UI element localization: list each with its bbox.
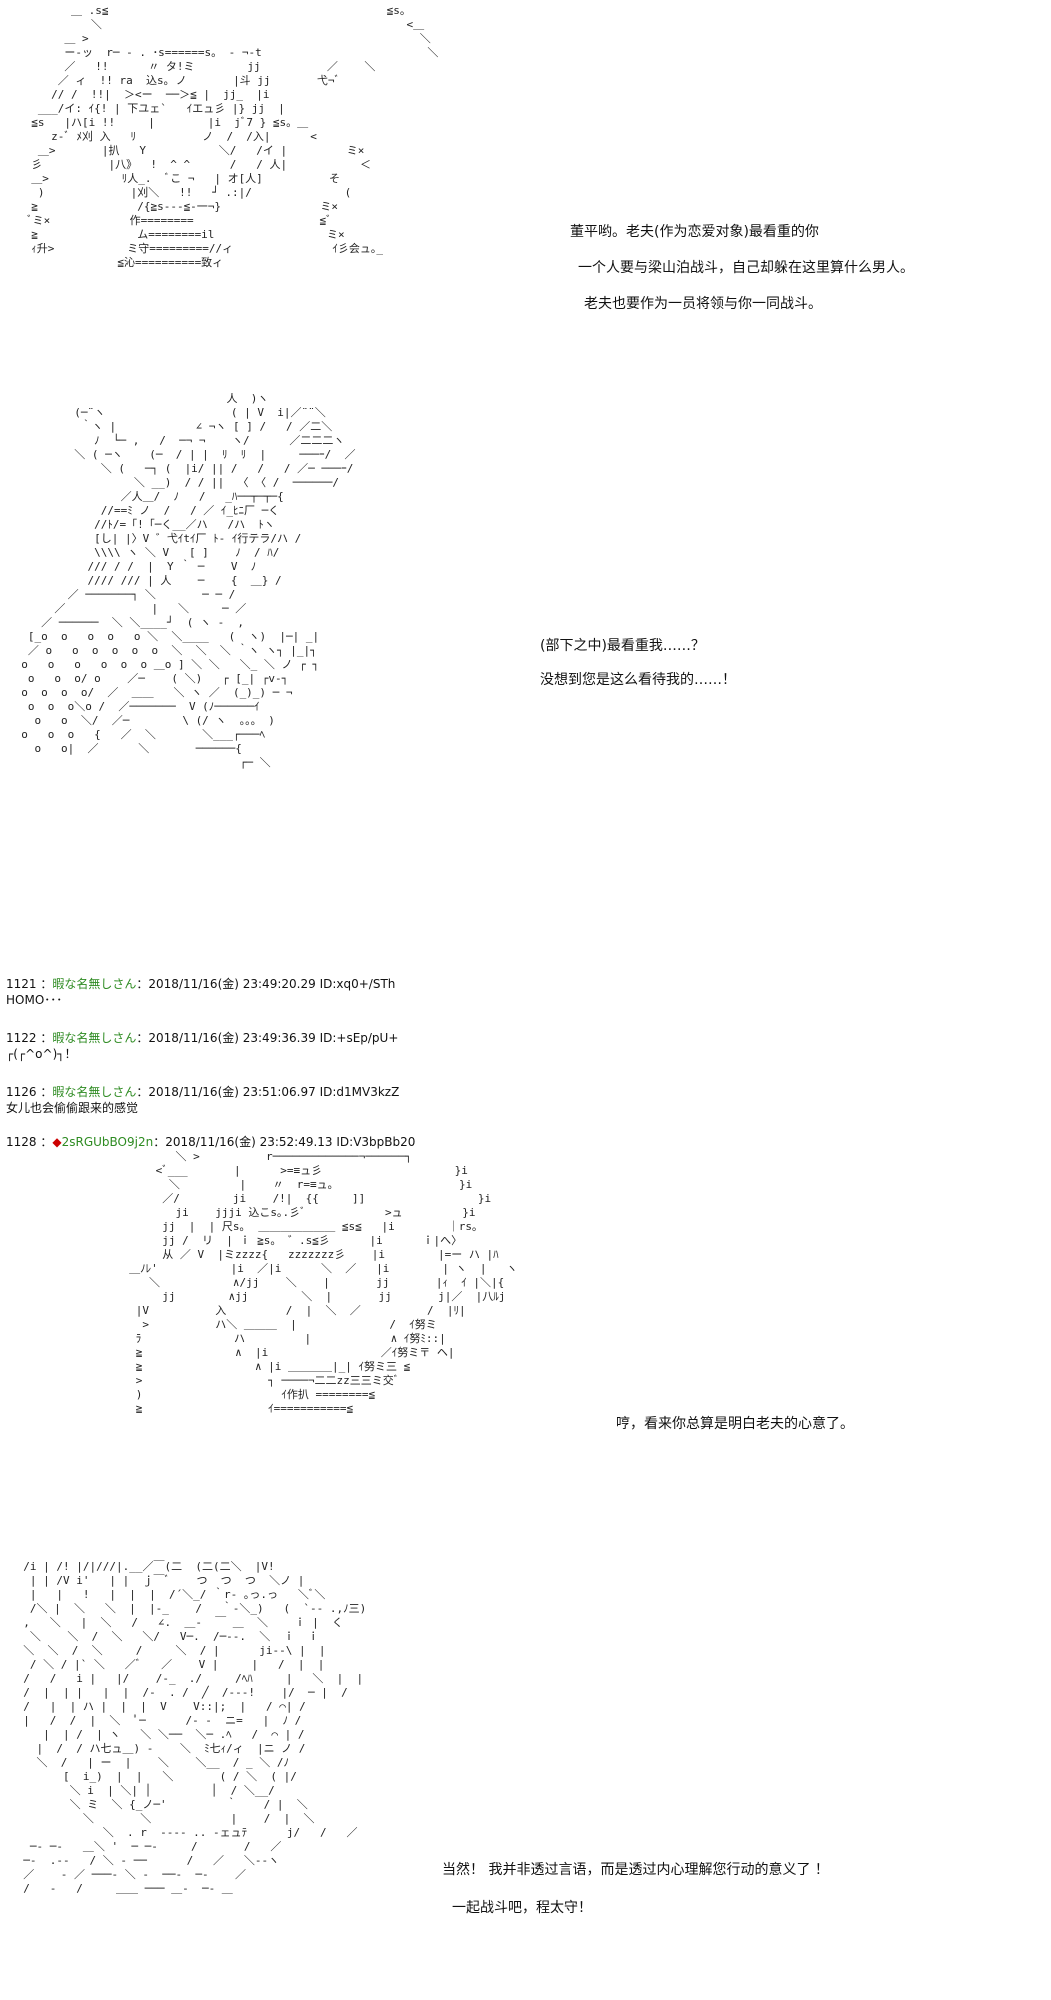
dialogue-line: 董平哟。老夫(作为恋爱对象)最看重的你 [570,224,819,240]
thread-reply-author-post: 1128 ：◆2sRGUbBO9j2n：2018/11/16(金) 23:52:… [6,1134,415,1150]
reply-datetime: 2018/11/16(金) 23:49:36.39 [148,1031,316,1045]
reply-body: 女儿也会偷偷跟来的感觉 [6,1101,139,1115]
dialogue-line: 当然！ 我并非透过言语，而是透过内心理解您行动的意义了 ！ [442,1862,829,1878]
reply-id: ID:+sEp/pU+ [319,1031,399,1045]
dialogue-line: 一起战斗吧，程太守！ [452,1900,592,1916]
reply-author[interactable]: 暇な名無しさん [52,1085,137,1099]
reply-datetime: 2018/11/16(金) 23:52:49.13 [165,1135,333,1149]
reply-id: ID:V3bpBb20 [336,1135,416,1149]
ascii-art-armored-warrior: 人 )ヽ (─¨ヽ ( | V i|／¨¨＼ ｀ヽ | ∠ ¬ヽ [ ] / /… [21,392,356,769]
reply-datetime: 2018/11/16(金) 23:49:20.29 [148,977,316,991]
thread-reply: 1126 ：暇な名無しさん：2018/11/16(金) 23:51:06.97 … [6,1084,399,1116]
reply-header: 1122 ：暇な名無しさん：2018/11/16(金) 23:49:36.39 … [6,1031,399,1045]
dialogue-line: 没想到您是这么看待我的……！ [540,672,736,688]
reply-number: 1121 [6,977,37,991]
reply-body: HOMO･･･ [6,993,63,1007]
reply-datetime: 2018/11/16(金) 23:51:06.97 [148,1085,316,1099]
reply-author-trip[interactable]: 2sRGUbBO9j2n [61,1135,154,1149]
thread-reply: 1121 ：暇な名無しさん：2018/11/16(金) 23:49:20.29 … [6,976,395,1008]
reply-author[interactable]: 暇な名無しさん [52,1031,137,1045]
dialogue-line: 哼，看来你总算是明白老夫的心意了。 [616,1416,854,1432]
reply-header: 1126 ：暇な名無しさん：2018/11/16(金) 23:51:06.97 … [6,1085,400,1099]
ascii-art-smiling-warrior: /i | /! |/|///|.__／￣(二 (二(二＼ |V! | | /V … [23,1560,367,1895]
trip-diamond-icon: ◆ [52,1135,62,1149]
reply-author[interactable]: 暇な名無しさん [52,977,137,991]
dialogue-line: (部下之中)最看重我……？ [540,638,705,654]
thread-reply: 1122 ：暇な名無しさん：2018/11/16(金) 23:49:36.39 … [6,1030,398,1062]
dialogue-line: 老夫也要作为一员将领与你一同战斗。 [584,296,822,312]
ascii-art-old-man: ＿ .s≦ ≦s。 ＼ <＿ ＿ > ＼ ー-ッ r─ ‐ . ･s===== [24,4,439,269]
ascii-art-stern-old-man: ＼ > r─────────────¬──────┐ <ﾞ___ | >=≡ュ彡… [129,1150,518,1415]
reply-number: 1126 [6,1085,37,1099]
reply-header: 1121 ：暇な名無しさん：2018/11/16(金) 23:49:20.29 … [6,977,396,991]
reply-number: 1128 [6,1135,37,1149]
dialogue-line: 一个人要与梁山泊战斗，自己却躲在这里算什么男人。 [578,260,914,276]
reply-id: ID:d1MV3kzZ [319,1085,400,1099]
reply-number: 1122 [6,1031,37,1045]
reply-body: ┌(┌^o^)┐！ [6,1047,77,1061]
reply-id: ID:xq0+/STh [319,977,396,991]
reply-header: 1128 ：◆2sRGUbBO9j2n：2018/11/16(金) 23:52:… [6,1135,416,1149]
